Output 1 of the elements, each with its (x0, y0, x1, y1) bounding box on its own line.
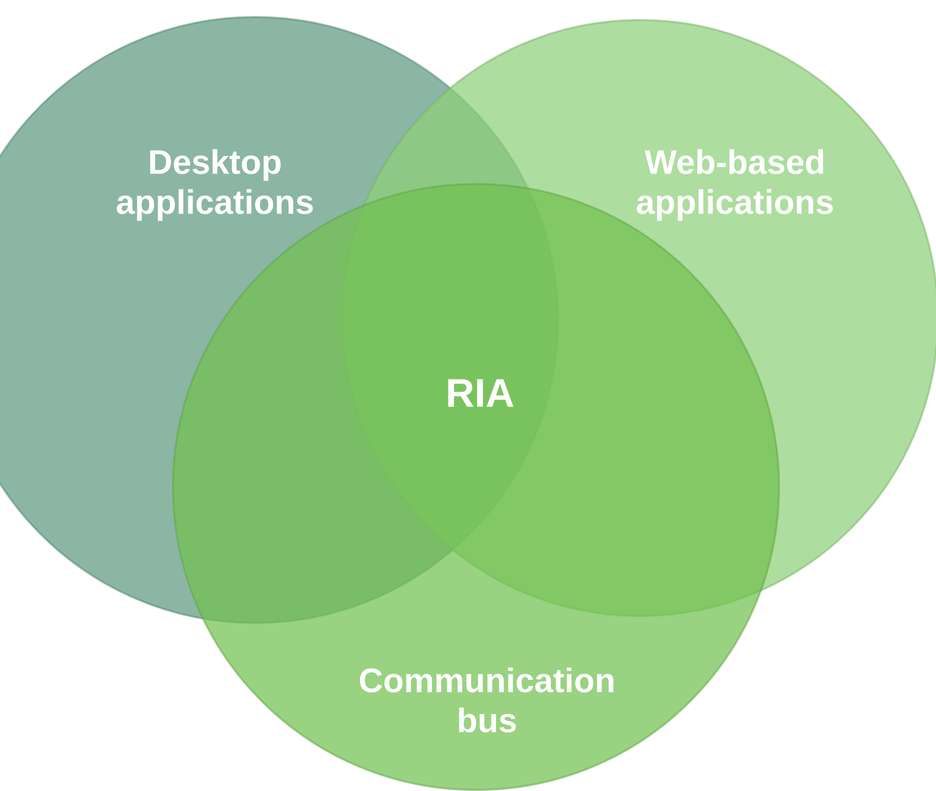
overlap-label: RIA (448, 379, 514, 407)
